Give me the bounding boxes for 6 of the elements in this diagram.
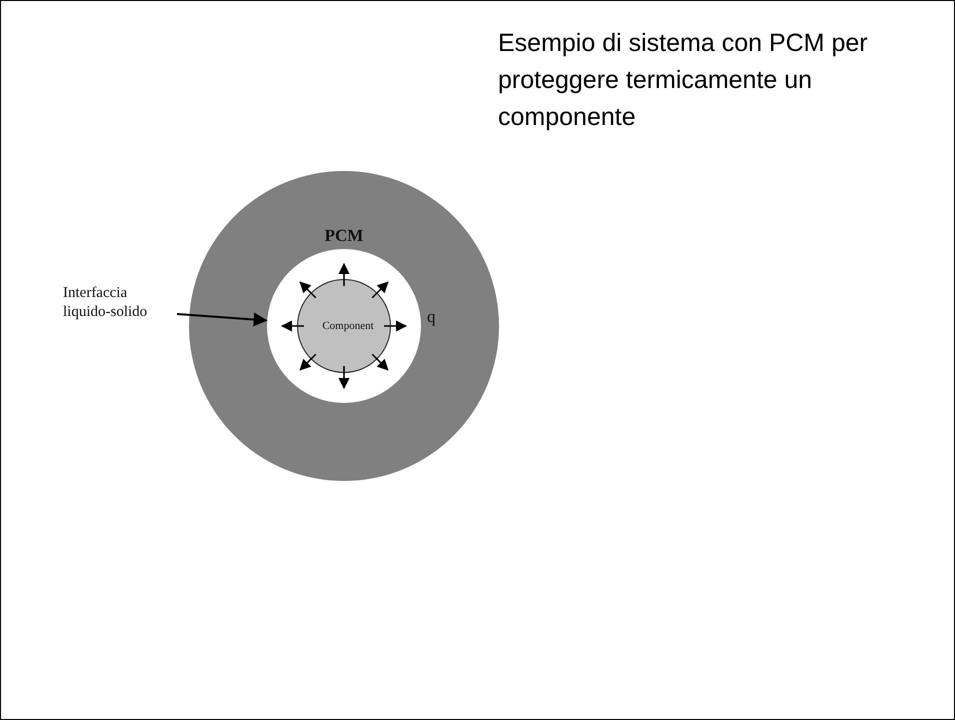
leader-line (176, 312, 268, 326)
heat-flux-symbol: q (427, 307, 436, 327)
callout-text: Interfaccia liquido-solido (63, 284, 175, 322)
material-label: PCM (324, 226, 364, 246)
slide-title: Esempio di sistema con PCM per proteggere termicamente un componente (498, 28, 869, 133)
component-label: Component (322, 320, 374, 332)
